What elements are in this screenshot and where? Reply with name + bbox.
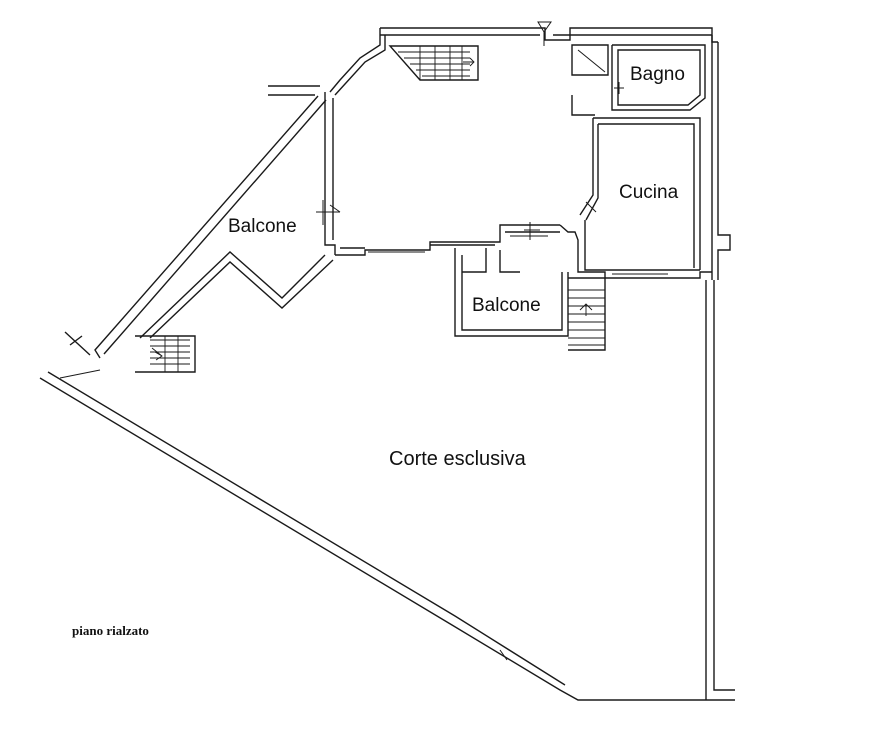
entrance-arrow-icon [537,21,552,46]
balcone-center-walls [454,248,569,337]
room-label-cucina: Cucina [619,182,679,203]
interior-partitions [571,44,706,270]
room-label-corte: Corte esclusiva [389,448,527,470]
room-label-bagno: Bagno [630,64,685,85]
room-label-balcone-center: Balcone [472,295,541,316]
room-label-balcone-left: Balcone [228,216,297,237]
apartment-walls [324,27,731,280]
balcone-left-walls [64,85,334,359]
stairs-left [135,335,196,373]
stairs-top [388,45,479,81]
corte-boundary [39,280,735,701]
door-marks [316,82,624,240]
window-marks [368,235,668,275]
plan-caption: piano rialzato [72,623,149,638]
stairs-center [568,277,606,351]
